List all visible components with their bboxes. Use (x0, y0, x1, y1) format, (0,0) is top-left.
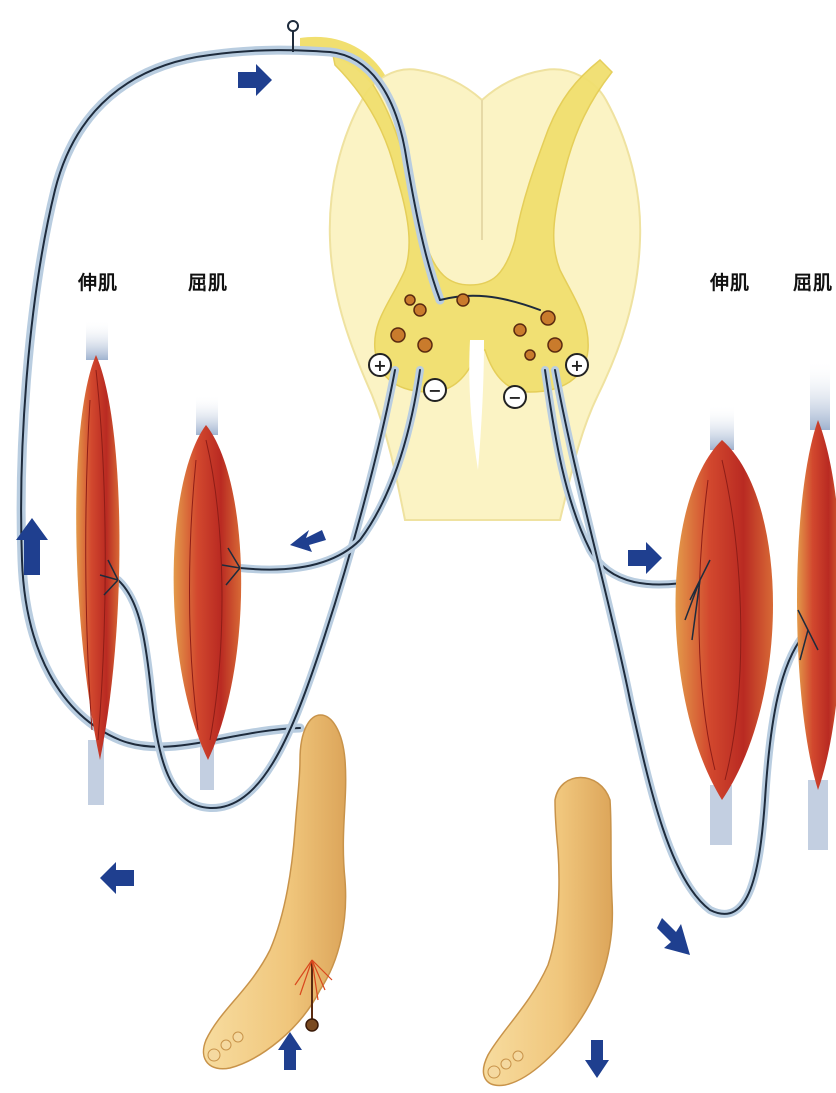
arrow-down-icon (585, 1040, 609, 1078)
label-right-flexor: 屈肌 (793, 268, 833, 295)
svg-text:−: − (508, 388, 521, 407)
inhibitory-sign-left: − (424, 379, 446, 401)
foot-right (483, 778, 612, 1086)
excitatory-sign-left: + (369, 354, 391, 376)
spinal-cord (300, 37, 640, 520)
muscle-right-extensor (676, 405, 774, 845)
arrow-right-icon (238, 64, 272, 96)
label-left-flexor: 屈肌 (188, 268, 228, 295)
foot-left (203, 715, 345, 1069)
label-right-extensor: 伸肌 (710, 268, 750, 295)
label-left-extensor: 伸肌 (78, 268, 118, 295)
muscle-left-flexor (174, 395, 242, 790)
excitatory-sign-right: + (566, 354, 588, 376)
inhibitory-sign-right: − (504, 386, 526, 408)
svg-text:+: + (373, 356, 386, 375)
svg-text:−: − (428, 381, 441, 400)
arrow-left-icon (290, 530, 326, 552)
svg-text:+: + (570, 356, 583, 375)
arrow-left-icon (100, 862, 134, 894)
motor-nerve-left-extensor (118, 370, 395, 808)
muscle-right-flexor (797, 360, 836, 850)
arrow-down-right-icon (657, 918, 690, 955)
arrow-right-icon (628, 542, 662, 574)
